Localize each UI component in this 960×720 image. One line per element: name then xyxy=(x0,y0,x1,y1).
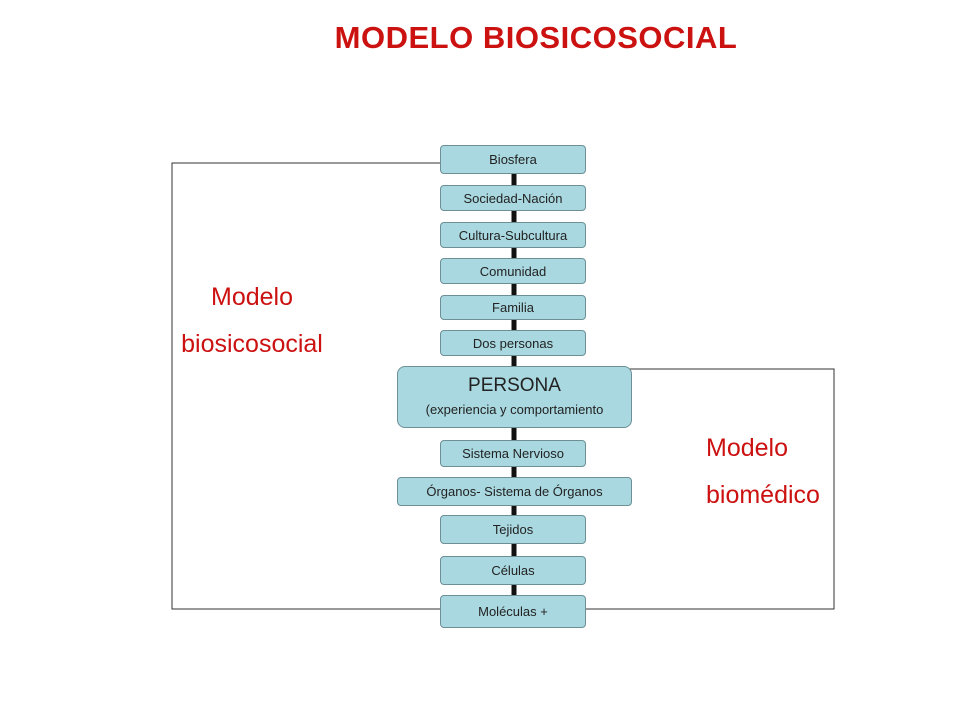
persona-subtitle: (experiencia y comportamiento xyxy=(425,402,604,417)
level-biosfera: Biosfera xyxy=(440,145,586,174)
level-tejidos: Tejidos xyxy=(440,515,586,544)
page-title: MODELO BIOSICOSOCIAL xyxy=(334,20,738,55)
biosicosocial-label: Modelo biosicosocial xyxy=(172,274,332,368)
biomedico-line1: Modelo xyxy=(706,434,788,462)
level-sociedad-nacion: Sociedad-Nación xyxy=(440,185,586,211)
level-cultura-subcultura: Cultura-Subcultura xyxy=(440,222,586,248)
level-sistema-nervioso: Sistema Nervioso xyxy=(440,440,586,467)
biosicosocial-line2: biosicosocial xyxy=(181,330,323,358)
biomedico-line2: biomédico xyxy=(706,481,820,509)
biosicosocial-bracket xyxy=(171,162,440,610)
level-persona: PERSONA (experiencia y comportamiento xyxy=(397,366,632,428)
biosicosocial-line1: Modelo xyxy=(211,283,293,311)
persona-title: PERSONA xyxy=(468,375,561,396)
level-familia: Familia xyxy=(440,295,586,320)
level-organos: Órganos- Sistema de Órganos xyxy=(397,477,632,506)
level-celulas: Células xyxy=(440,556,586,585)
level-comunidad: Comunidad xyxy=(440,258,586,284)
biomedico-label: Modelo biomédico xyxy=(706,425,846,519)
biomedico-bracket xyxy=(586,368,835,610)
level-moleculas: Moléculas + xyxy=(440,595,586,628)
level-dos-personas: Dos personas xyxy=(440,330,586,356)
